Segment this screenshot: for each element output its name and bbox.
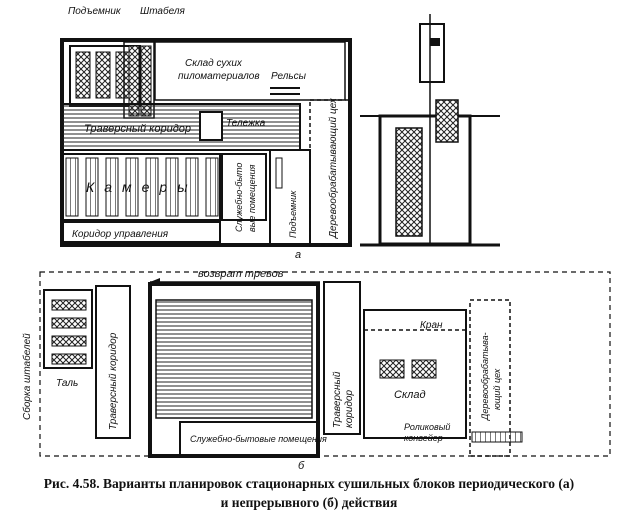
figure-caption-line-2: и непрерывного (б) действия bbox=[220, 495, 398, 510]
plan-b-label-hoist: Таль bbox=[56, 378, 78, 389]
plan-a-traverse-corridor bbox=[61, 103, 301, 151]
plan-b-boundary bbox=[39, 271, 611, 457]
plan-a: Подъемник Штабеля Склад сухих пиломатери… bbox=[60, 5, 352, 261]
plan-b-label-assembly: Сборка штабелей bbox=[21, 333, 33, 420]
section-view-lift-cabin bbox=[419, 23, 445, 83]
plan-a-letter: а bbox=[295, 249, 301, 261]
plan-b-traverse-corridor-2 bbox=[323, 281, 361, 435]
plan-a-label-service-1: Служебно-быто bbox=[234, 163, 244, 232]
plan-b-letter: б bbox=[298, 460, 305, 472]
plan-b-label-crane: Кран bbox=[420, 320, 443, 331]
plan-a-control-corridor bbox=[61, 221, 221, 243]
plan-a-label-rails: Рельсы bbox=[271, 71, 307, 82]
figure-caption: Рис. 4.58. Варианты планировок стационар… bbox=[0, 474, 618, 512]
plan-a-service-rooms bbox=[221, 153, 267, 221]
plan-b-label-roller-2: конвейер bbox=[404, 433, 443, 443]
plan-a-woodwork-shop bbox=[309, 99, 351, 246]
plan-b-label-corridor-1: Траверсный коридор bbox=[108, 332, 119, 430]
plan-b-label-service: Служебно-бытовые помещения bbox=[190, 434, 327, 444]
plan-a-label-corridor: Траверсный коридор bbox=[84, 123, 191, 135]
section-view bbox=[360, 14, 500, 247]
section-view-stack-right bbox=[435, 99, 459, 143]
plan-b-assembly-area bbox=[43, 289, 93, 369]
plan-a-label-lift-2: Подъемник bbox=[288, 190, 298, 238]
plan-b-assembly-stacks bbox=[51, 299, 87, 365]
section-view-stack-left bbox=[395, 127, 423, 237]
plan-b-label-corridor-2-1: Траверсный bbox=[332, 371, 343, 428]
plan-a-label-warehouse-1: Склад сухих bbox=[185, 58, 243, 69]
plan-a-lift-right bbox=[269, 149, 311, 246]
figure-caption-line-1: Рис. 4.58. Варианты планировок стационар… bbox=[43, 476, 575, 491]
plan-b-warehouse bbox=[363, 309, 467, 439]
plan-a-label-lift: Подъемник bbox=[68, 6, 122, 17]
plan-a-chamber-stacks bbox=[65, 157, 219, 217]
plan-a-label-control: Коридор управления bbox=[72, 229, 169, 240]
plan-b-label-roller-1: Роликовый bbox=[404, 422, 450, 432]
plan-b-warehouse-stacks bbox=[379, 359, 437, 379]
plan-b-label-woodwork-1: Деревообрабатыва- bbox=[480, 332, 490, 421]
plan-a-label-chambers: Камеры bbox=[86, 179, 198, 195]
plan-a-label-woodwork: Деревообрабатывающий цех bbox=[327, 97, 339, 239]
plan-b-label-warehouse: Склад bbox=[394, 389, 426, 401]
plan-a-label-trolley: Тележка bbox=[226, 118, 266, 129]
plan-b-label-woodwork-2: ющий цех bbox=[492, 368, 502, 410]
plan-a-label-service-2: вые помещения bbox=[247, 164, 257, 232]
plan-a-label-stacks: Штабеля bbox=[140, 5, 185, 17]
plan-b-label-return: возврат тревов bbox=[198, 268, 284, 280]
plan-a-dry-warehouse bbox=[154, 41, 346, 101]
plan-b-service-rooms bbox=[179, 421, 319, 457]
plan-a-chambers bbox=[61, 153, 221, 221]
plan-b-traverse-corridor-1 bbox=[95, 285, 131, 439]
plan-b-label-corridor-2-2: коридор bbox=[344, 390, 355, 428]
plan-b-roller-conveyor bbox=[471, 431, 523, 443]
plan-a-label-warehouse-2: пиломатериалов bbox=[178, 71, 260, 82]
plan-b: возврат тревов Кран Сборка штабелей Таль… bbox=[21, 268, 611, 472]
plan-b-tunnels bbox=[155, 299, 313, 419]
